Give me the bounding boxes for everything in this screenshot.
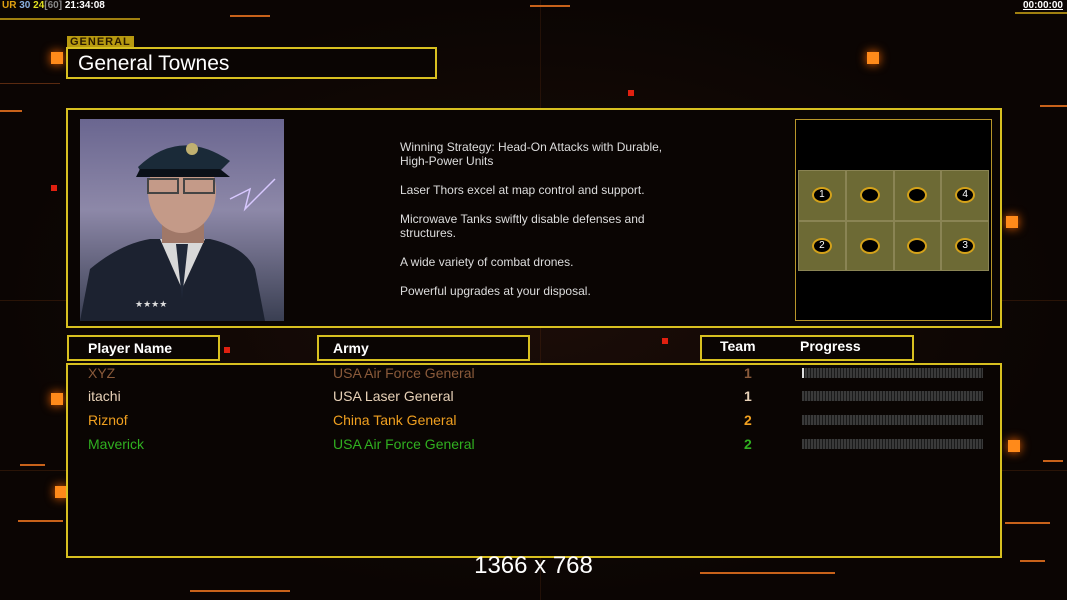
hud-ur: UR [2, 0, 17, 11]
progress-bar [802, 391, 983, 401]
resolution-label: 1366 x 768 [474, 552, 593, 579]
start-slot: 2 [811, 237, 832, 254]
general-description: Winning Strategy: Head-On Attacks with D… [400, 140, 700, 313]
team-header-label: Team [720, 338, 756, 354]
general-info-panel: ★★★★ Winning Strategy: Head-On Attacks w… [66, 108, 1002, 328]
start-slot [907, 237, 928, 254]
start-slot [907, 187, 928, 204]
player-team: 1 [744, 388, 752, 404]
player-team: 1 [744, 365, 752, 381]
fps-counter: UR 30 24[60] 21:34:08 [2, 0, 105, 11]
description-line: Laser Thors excel at map control and sup… [400, 183, 645, 197]
player-army: China Tank General [333, 412, 457, 428]
player-row: XYZ USA Air Force General 1 [66, 363, 1002, 385]
army-header: Army [317, 335, 530, 361]
progress-bar [802, 368, 983, 378]
progress-bar [802, 439, 983, 449]
general-title-box: General Townes [66, 47, 437, 79]
map-preview: 1 4 2 3 [795, 119, 992, 321]
hud-fps2: 24 [33, 0, 45, 11]
start-slot: 3 [955, 237, 976, 254]
hud-time: 21:34:08 [64, 0, 105, 11]
description-line: Microwave Tanks swiftly disable defenses… [400, 212, 645, 240]
general-name: General Townes [78, 52, 230, 75]
player-army: USA Air Force General [333, 365, 475, 381]
player-row: itachi USA Laser General 1 [66, 386, 1002, 408]
hud-fps: 30 [19, 0, 31, 11]
description-line: Winning Strategy: Head-On Attacks with D… [400, 140, 663, 168]
player-name: Maverick [88, 436, 145, 452]
player-name: Riznof [88, 412, 128, 428]
player-name: XYZ [88, 365, 116, 381]
svg-text:★★★★: ★★★★ [135, 299, 167, 309]
start-slot [859, 237, 880, 254]
description-line: Powerful upgrades at your disposal. [400, 284, 591, 298]
player-row: Maverick USA Air Force General 2 [66, 434, 1002, 456]
player-row: Riznof China Tank General 2 [66, 410, 1002, 432]
progress-bar [802, 415, 983, 425]
team-progress-header: Team Progress [700, 335, 914, 361]
game-clock: 00:00:00 [1022, 0, 1063, 11]
start-slot: 4 [955, 187, 976, 204]
map-terrain: 1 4 2 3 [798, 170, 989, 271]
player-name: itachi [88, 388, 121, 404]
header-label: Army [333, 340, 369, 356]
start-slot: 1 [811, 187, 832, 204]
general-tag: GENERAL [67, 36, 134, 48]
player-army: USA Air Force General [333, 436, 475, 452]
player-name-header: Player Name [67, 335, 220, 361]
hud-fps-cap: [60] [44, 0, 63, 11]
header-label: Player Name [88, 340, 173, 356]
progress-fill [802, 368, 804, 378]
start-slot [859, 187, 880, 204]
general-portrait: ★★★★ [80, 119, 284, 321]
player-team: 2 [744, 436, 752, 452]
player-team: 2 [744, 412, 752, 428]
description-line: A wide variety of combat drones. [400, 255, 574, 269]
progress-header-label: Progress [800, 338, 861, 354]
player-army: USA Laser General [333, 388, 454, 404]
